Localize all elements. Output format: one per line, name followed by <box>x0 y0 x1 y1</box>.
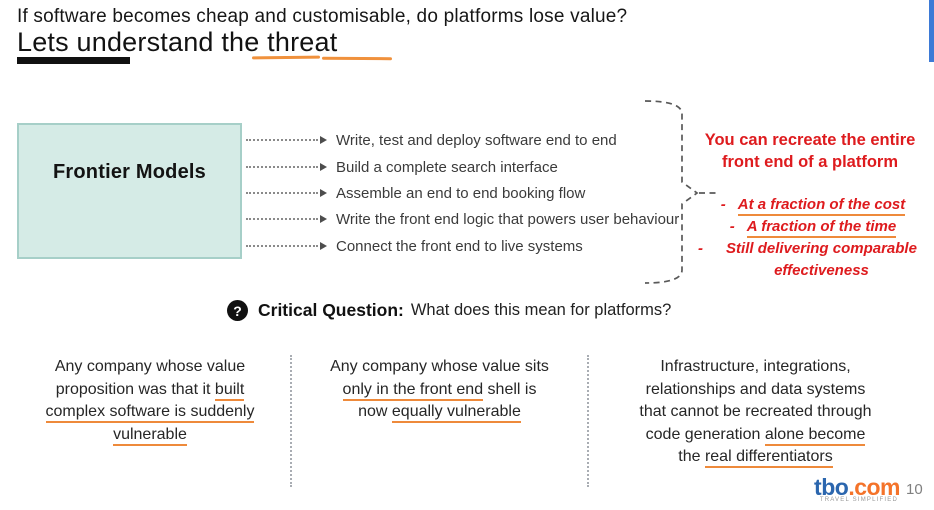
dotted-connector <box>246 166 318 168</box>
takeaway-column-3: Infrastructure, integrations, relationsh… <box>598 356 913 469</box>
capability-label: Write the front end logic that powers us… <box>336 210 680 228</box>
conclusion-heading: You can recreate the entire front end of… <box>695 129 925 173</box>
takeaway-line: Infrastructure, integrations, <box>660 358 851 375</box>
conclusion-heading-line: front end of a platform <box>722 153 898 171</box>
critical-question-row: ? Critical Question: What does this mean… <box>227 300 671 321</box>
title-accent-bar <box>17 57 130 64</box>
conclusion-bullet-text: A fraction of the time <box>746 216 897 238</box>
logo-tagline: TRAVEL SIMPLIFIED <box>819 497 898 503</box>
capability-label: Assemble an end to end booking flow <box>336 184 586 202</box>
capability-row: Write the front end logic that powers us… <box>246 209 679 229</box>
frontier-models-label: Frontier Models <box>52 161 206 183</box>
kicker-text: If software becomes cheap and customisab… <box>17 6 628 27</box>
conclusion-bullet: - Still delivering comparable effectiven… <box>698 238 928 282</box>
logo-suffix-text: .com <box>848 474 900 500</box>
conclusion-bullet: - At a fraction of the cost <box>698 194 928 216</box>
title-underline-segment <box>321 56 393 61</box>
takeaway-line: only in the front end shell is <box>312 379 567 402</box>
dotted-connector <box>246 192 318 194</box>
takeaway-column-1: Any company whose value proposition was … <box>25 356 275 446</box>
arrowhead-icon <box>320 163 327 171</box>
takeaway-line: vulnerable <box>25 424 275 447</box>
page-title: Lets understand the threat <box>17 27 338 57</box>
conclusion-bullet: - A fraction of the time <box>698 216 928 238</box>
column-divider <box>290 355 292 487</box>
capability-label: Connect the front end to live systems <box>336 237 583 255</box>
capability-row: Write, test and deploy software end to e… <box>246 130 617 150</box>
title-underline-segment <box>251 55 321 60</box>
dotted-connector <box>246 218 318 220</box>
dotted-connector <box>246 245 318 247</box>
takeaway-column-2: Any company whose value sits only in the… <box>312 356 567 424</box>
tbo-logo: tbo.com TRAVEL SIMPLIFIED <box>800 476 900 504</box>
conclusion-bullet-text: Still delivering comparable effectivenes… <box>726 240 917 279</box>
bullet-dash: - <box>729 218 735 235</box>
conclusion-heading-line: You can recreate the entire <box>704 131 916 149</box>
capability-label: Build a complete search interface <box>336 158 558 176</box>
bullet-dash: - <box>698 240 703 257</box>
takeaway-line: now equally vulnerable <box>312 401 567 424</box>
takeaway-line: Any company whose value <box>54 358 246 375</box>
takeaway-line: complex software is suddenly <box>25 401 275 424</box>
critical-question-label: Critical Question: <box>258 300 404 320</box>
takeaway-line: the real differentiators <box>598 446 913 469</box>
tbo-logo-wordmark: tbo.com <box>800 474 900 500</box>
column-divider <box>587 355 589 487</box>
conclusion-bullet-text: At a fraction of the cost <box>737 194 906 216</box>
arrowhead-icon <box>320 189 327 197</box>
takeaway-line: Any company whose value sits <box>330 358 549 375</box>
arrowhead-icon <box>320 136 327 144</box>
takeaway-line: relationships and data systems <box>645 380 866 398</box>
frontier-models-box: Frontier Models <box>17 123 242 259</box>
logo-primary-text: tbo <box>814 474 849 500</box>
arrowhead-icon <box>320 242 327 250</box>
dashed-brace-icon <box>644 100 719 284</box>
takeaway-line: proposition was that it built <box>25 379 275 402</box>
question-mark-icon: ? <box>227 300 248 321</box>
capability-label: Write, test and deploy software end to e… <box>336 131 617 149</box>
slide-edge-accent-bar <box>929 0 934 62</box>
capability-row: Connect the front end to live systems <box>246 236 583 256</box>
capability-row: Assemble an end to end booking flow <box>246 183 585 203</box>
dotted-connector <box>246 139 318 141</box>
takeaway-line: that cannot be recreated through <box>639 403 872 420</box>
conclusion-bullet-list: - At a fraction of the cost - A fraction… <box>698 194 928 282</box>
arrowhead-icon <box>320 215 327 223</box>
takeaway-line: code generation alone become <box>598 424 913 447</box>
capability-row: Build a complete search interface <box>246 157 558 177</box>
critical-question-text: What does this mean for platforms? <box>410 301 672 319</box>
bullet-dash: - <box>720 196 726 213</box>
page-number: 10 <box>906 481 923 498</box>
